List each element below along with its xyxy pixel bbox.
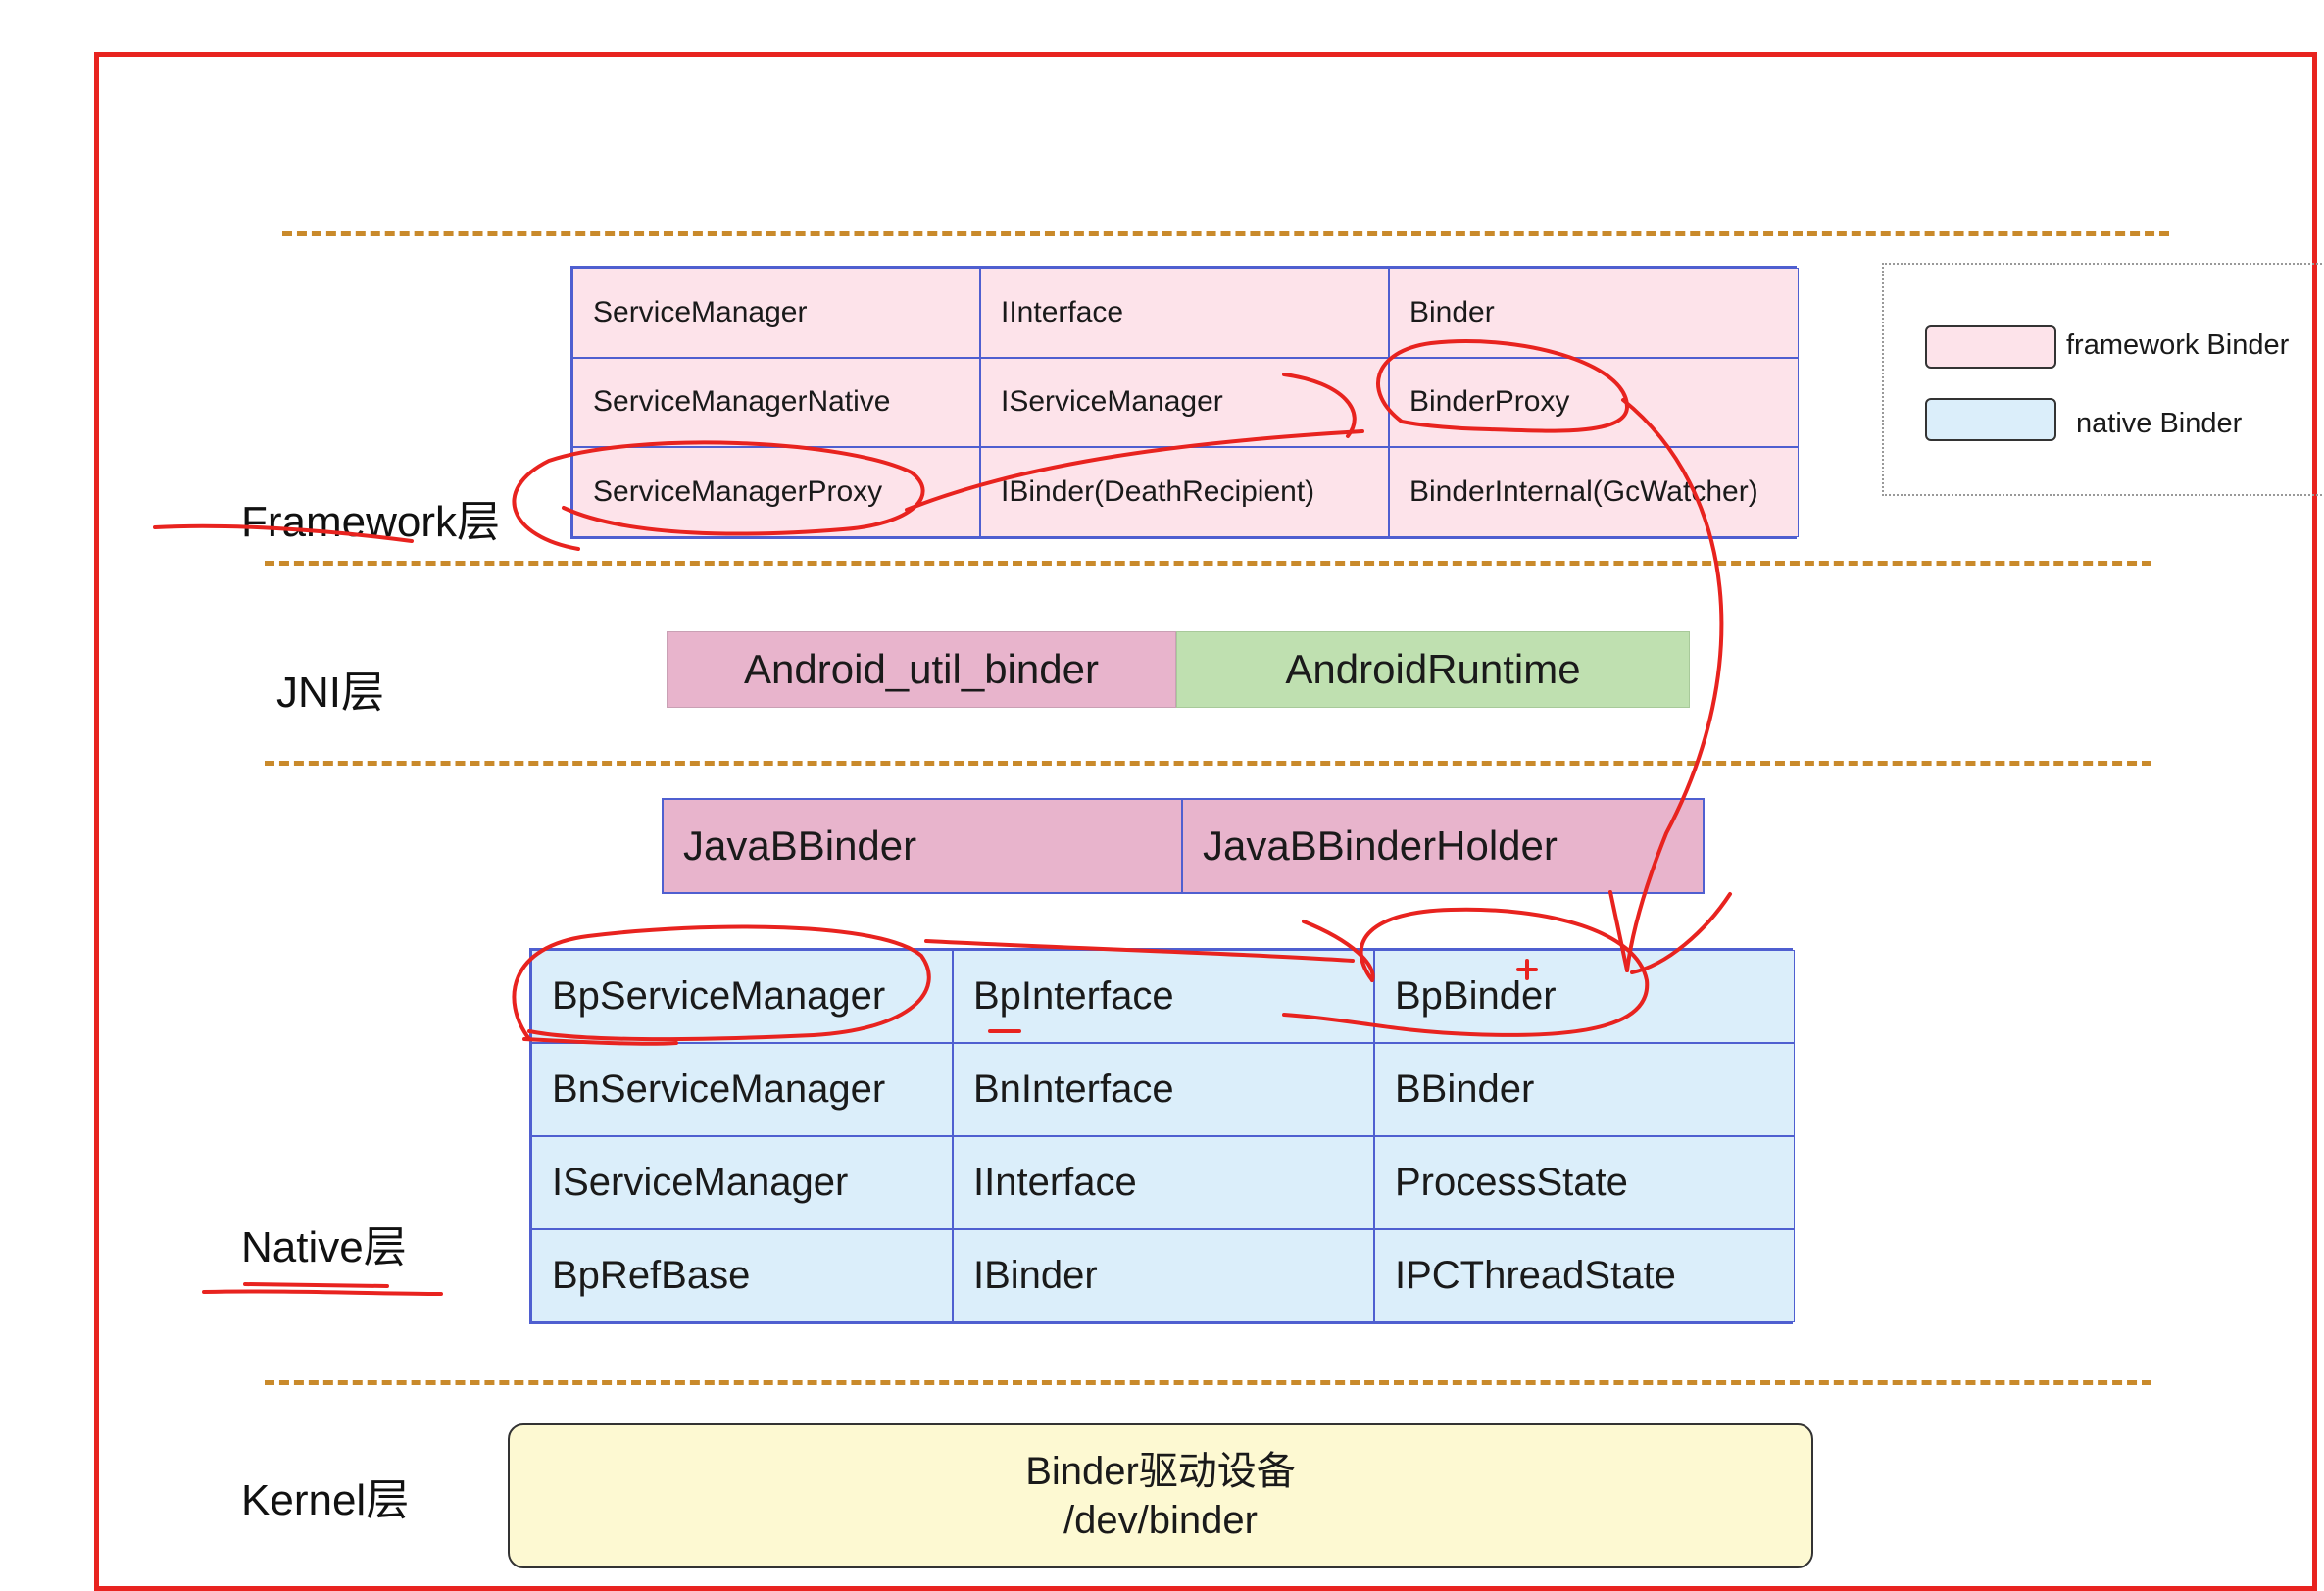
native-cell: BBinder <box>1374 1043 1795 1136</box>
java-binder-band: JavaBBinder JavaBBinderHolder <box>662 798 1705 894</box>
native-cell: IPCThreadState <box>1374 1229 1795 1322</box>
native-cell: IServiceManager <box>531 1136 953 1229</box>
native-cell: IInterface <box>953 1136 1374 1229</box>
native-cell: BnServiceManager <box>531 1043 953 1136</box>
legend-framework-label: framework Binder <box>2066 329 2290 361</box>
kernel-layer-label: Kernel层 <box>241 1476 410 1524</box>
divider-framework-jni <box>265 561 2151 566</box>
framework-cell: ServiceManager <box>572 268 980 358</box>
divider-native-kernel <box>265 1380 2151 1385</box>
jni-band: Android_util_binder AndroidRuntime <box>667 631 1690 708</box>
framework-binder-table: ServiceManager IInterface Binder Service… <box>570 266 1799 539</box>
framework-cell: IInterface <box>980 268 1389 358</box>
legend-framework-swatch <box>1925 325 2056 369</box>
native-layer-label: Native层 <box>241 1223 407 1271</box>
legend-native-label: native Binder <box>2076 408 2243 439</box>
native-cell: ProcessState <box>1374 1136 1795 1229</box>
framework-cell: IBinder(DeathRecipient) <box>980 447 1389 537</box>
android-runtime-box: AndroidRuntime <box>1176 631 1690 708</box>
java-bbinder-box: JavaBBinder <box>664 800 1183 892</box>
divider-jni-native <box>265 761 2151 766</box>
framework-cell: IServiceManager <box>980 357 1389 448</box>
binder-driver-path: /dev/binder <box>1063 1499 1258 1542</box>
framework-cell: Binder <box>1389 268 1799 358</box>
native-cell: BpInterface <box>953 950 1374 1043</box>
native-binder-table: BpServiceManager BpInterface BpBinder Bn… <box>529 948 1795 1324</box>
java-bbinder-holder-box: JavaBBinderHolder <box>1183 800 1703 892</box>
native-cell: BpBinder <box>1374 950 1795 1043</box>
native-cell: BpRefBase <box>531 1229 953 1322</box>
binder-driver-box: Binder驱动设备 /dev/binder <box>508 1423 1813 1568</box>
framework-cell: ServiceManagerNative <box>572 357 980 448</box>
native-cell: BpServiceManager <box>531 950 953 1043</box>
framework-cell: ServiceManagerProxy <box>572 447 980 537</box>
android-util-binder-box: Android_util_binder <box>667 631 1176 708</box>
legend-native-swatch <box>1925 398 2056 441</box>
binder-driver-title: Binder驱动设备 <box>1025 1450 1296 1493</box>
framework-layer-label: Framework层 <box>241 498 501 546</box>
native-cell: IBinder <box>953 1229 1374 1322</box>
native-cell: BnInterface <box>953 1043 1374 1136</box>
legend: framework Binder native Binder <box>1882 263 2324 496</box>
framework-cell: BinderInternal(GcWatcher) <box>1389 447 1799 537</box>
divider-top <box>282 231 2169 236</box>
jni-layer-label: JNI层 <box>276 669 384 717</box>
framework-cell: BinderProxy <box>1389 357 1799 448</box>
